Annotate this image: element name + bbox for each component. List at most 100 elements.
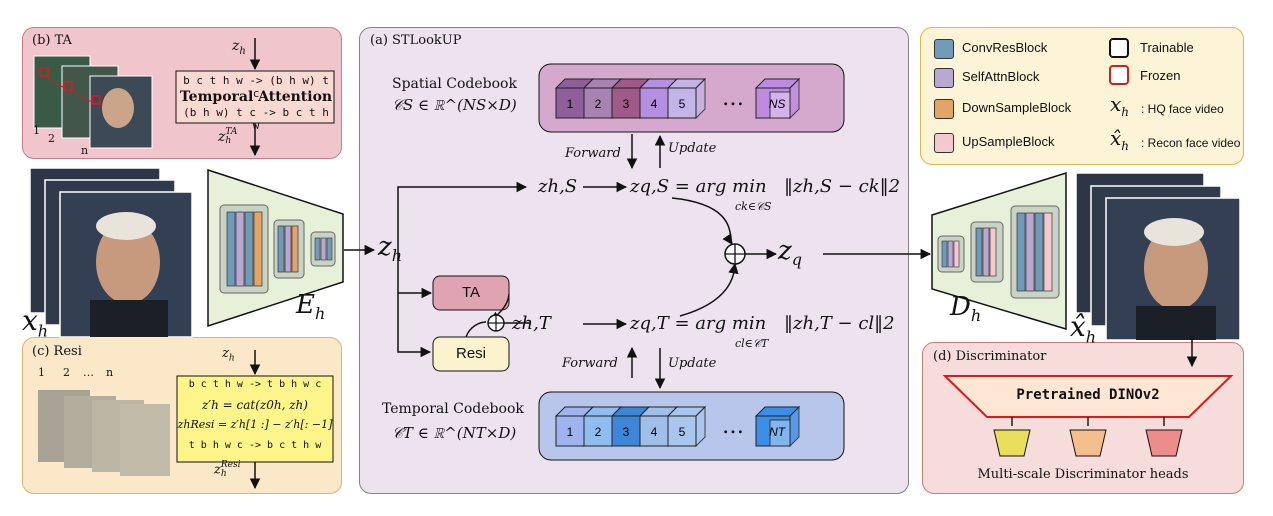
- temporal-cube-label: 5: [679, 425, 686, 439]
- temporal-codebook-def: 𝒞T ∈ ℝ^(NT×D): [392, 424, 517, 442]
- resi-frame-label-2: 2: [63, 366, 70, 379]
- legend-swatch-upsample: [934, 133, 954, 153]
- spatial-cube-front: [639, 87, 669, 119]
- discriminator-panel-label: (d) Discriminator: [933, 349, 1047, 364]
- temporal-cube-label: 2: [595, 425, 602, 439]
- spatial-codebook-title: Spatial Codebook: [392, 76, 517, 92]
- spatial-codebook-def: 𝒞S ∈ ℝ^(NS×D): [392, 96, 517, 114]
- resi-input-symbol: zh: [222, 346, 235, 364]
- decoder-symbol: Dh: [950, 292, 982, 326]
- disc-head: [1145, 429, 1183, 457]
- temporal-cube-label: 1: [567, 425, 574, 439]
- input-video-frames: [29, 167, 193, 338]
- ta-line2: (b h w) t c -> b c t h w: [183, 106, 329, 132]
- trainable-swatch: [1109, 38, 1129, 58]
- legend-swatch-downsample: [934, 99, 954, 119]
- spatial-ellipsis: …: [722, 86, 744, 111]
- temporal-cube-last-inner: [769, 419, 791, 447]
- dinov2-label: Pretrained DINOv2: [1016, 387, 1160, 403]
- discriminator-heads: [993, 417, 1183, 457]
- legend-label-hq: : HQ face video: [1141, 102, 1224, 116]
- ta-title: Temporal Attention: [179, 89, 333, 105]
- resi-line1: b c t h w -> t b h w c: [188, 379, 322, 390]
- spatial-cube-front: [611, 87, 641, 119]
- output-video-frames: [1075, 172, 1241, 341]
- dinov2-trapezoid: [942, 375, 1234, 418]
- zh-center-symbol: zh: [378, 232, 403, 266]
- spatial-eq-under: ck∈𝒞S: [735, 200, 772, 213]
- temporal-cube-front: [583, 415, 613, 447]
- spatial-cube-front: [555, 87, 585, 119]
- legend-label-convres: ConvResBlock: [962, 40, 1048, 55]
- legend-panel: [920, 27, 1244, 165]
- resi-frame-label-ellipsis: …: [83, 366, 94, 379]
- temporal-update-label: Update: [668, 356, 717, 371]
- ta-panel-label: (b) TA: [32, 33, 72, 48]
- temporal-cube-front: [667, 415, 697, 447]
- disc-head: [1069, 429, 1107, 457]
- ta-frame-label-2: 2: [48, 132, 55, 145]
- temporal-cube-front: [611, 415, 641, 447]
- resi-box: [176, 375, 334, 463]
- mini-resi-box: [432, 336, 510, 372]
- input-video-symbol: xh: [22, 304, 49, 341]
- temporal-cube-label: 4: [651, 425, 658, 439]
- spatial-update-label: Update: [668, 141, 717, 156]
- temporal-eq-rhs: ‖zh,T − cl‖2: [784, 313, 895, 334]
- legend-label-downsample: DownSampleBlock: [962, 100, 1072, 115]
- spatial-cube-label: 5: [679, 97, 686, 111]
- spatial-cube-label: NS: [769, 97, 786, 111]
- disc-heads-label: Multi-scale Discriminator heads: [977, 467, 1189, 482]
- temporal-eq-under: cl∈𝒞T: [735, 337, 769, 350]
- temporal-eq-lhs: zq,T = arg min: [630, 313, 767, 334]
- spatial-cube-label: 4: [651, 97, 658, 111]
- spatial-cube-label: 2: [595, 97, 602, 111]
- temporal-cube-label: NT: [769, 425, 787, 439]
- mini-resi-label: Resi: [455, 345, 486, 362]
- spatial-cube-label: 1: [567, 97, 574, 111]
- legend-label-upsample: UpSampleBlock: [962, 134, 1055, 149]
- output-video-symbol: x̂h: [1070, 310, 1097, 347]
- resi-panel-label: (c) Resi: [32, 344, 82, 359]
- temporal-forward-label: Forward: [562, 356, 618, 371]
- resi-line2: z′h = cat(z0h, zh): [202, 398, 308, 412]
- resi-frame-label-1: 1: [38, 366, 45, 379]
- temporal-cube-front: [755, 415, 791, 447]
- resi-frame-label-n: n: [106, 366, 114, 379]
- frozen-swatch: [1109, 65, 1129, 85]
- temporal-cubes: 1 2 3 4 5 NT: [554, 405, 801, 448]
- legend-swatch-convres: [934, 39, 954, 59]
- temporal-cube-front: [555, 415, 585, 447]
- disc-head: [993, 429, 1031, 457]
- resi-frames: [38, 390, 170, 476]
- spatial-cube-last-inner: [769, 91, 791, 119]
- ta-input-symbol: zh: [232, 38, 246, 57]
- legend-hq-symbol: xh: [1110, 92, 1130, 119]
- resi-line3: zhResi = z′h[1 :] − z′h[: −1]: [177, 418, 333, 431]
- legend-recon-symbol: x̂h: [1110, 126, 1130, 153]
- stlookup-panel-label: (a) STLookUP: [370, 33, 462, 48]
- legend-swatch-selfattn: [934, 68, 954, 88]
- zq-symbol: zq: [778, 236, 802, 270]
- ta-frames: [33, 55, 153, 149]
- spatial-cube-label: 3: [623, 97, 630, 111]
- legend-label-frozen: Frozen: [1140, 68, 1181, 83]
- mini-ta-box: [432, 275, 510, 311]
- ta-frame-label-1: 1: [33, 124, 40, 137]
- ta-line1: b c t h w -> (b h w) t c: [183, 74, 329, 100]
- legend-label-trainable: Trainable: [1140, 40, 1194, 55]
- spatial-forward-label: Forward: [565, 146, 621, 161]
- zh-s-symbol: zh,S: [538, 176, 578, 197]
- legend-label-selfattn: SelfAttnBlock: [962, 69, 1040, 84]
- mini-ta-label: TA: [461, 284, 481, 301]
- resi-line4: t b h w c -> b c t h w: [188, 440, 322, 451]
- ta-frame-label-n: n: [81, 144, 89, 157]
- spatial-cubes: 1 2 3 4 5 NS: [554, 77, 801, 120]
- temporal-cube-label: 3: [623, 425, 630, 439]
- temporal-codebook-title: Temporal Codebook: [382, 401, 524, 417]
- encoder-symbol: Eh: [296, 290, 326, 324]
- spatial-cube-front: [667, 87, 697, 119]
